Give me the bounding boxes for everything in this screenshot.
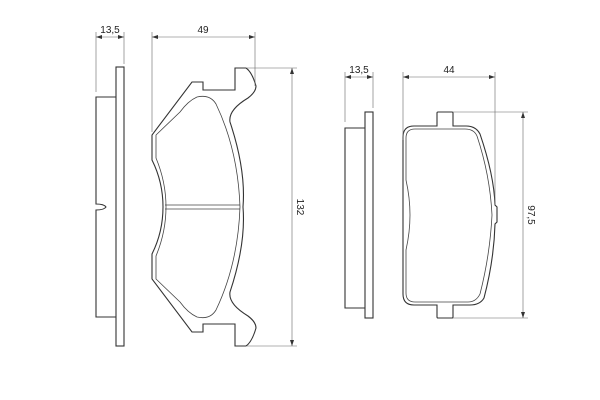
- pad1-thickness-dimension: 13,5: [95, 25, 125, 92]
- pad1-thickness-label: 13,5: [100, 25, 120, 36]
- pad2-backing-outline: [402, 111, 498, 319]
- pad2-height-dimension: 97,5: [453, 111, 536, 319]
- pad2-thickness-dimension: 13,5: [344, 65, 374, 122]
- pad2-friction-side: [344, 127, 365, 309]
- pad2-front-view: [402, 111, 498, 319]
- pad1-backing-plate: [115, 66, 125, 347]
- pad1-front-view: [151, 67, 257, 347]
- pad2-side-view: [344, 111, 374, 319]
- pad2-backing-plate: [364, 111, 374, 319]
- pad2-width-label: 44: [443, 65, 455, 76]
- pad1-height-dimension: 132: [247, 67, 305, 347]
- pad1-width-dimension: 49: [151, 25, 256, 132]
- pad2-width-dimension: 44: [402, 65, 496, 205]
- pad1-side-view: [95, 66, 125, 347]
- pad2-height-label: 97,5: [525, 205, 536, 225]
- pad1-friction-side: [95, 96, 116, 318]
- pad1-friction-outline: [155, 95, 241, 319]
- pad2-friction-outline: [405, 128, 493, 303]
- pad2-thickness-label: 13,5: [349, 65, 369, 76]
- pad1-backing-outline: [151, 67, 257, 347]
- pad1-width-label: 49: [197, 25, 209, 36]
- pad1-height-label: 132: [294, 199, 305, 216]
